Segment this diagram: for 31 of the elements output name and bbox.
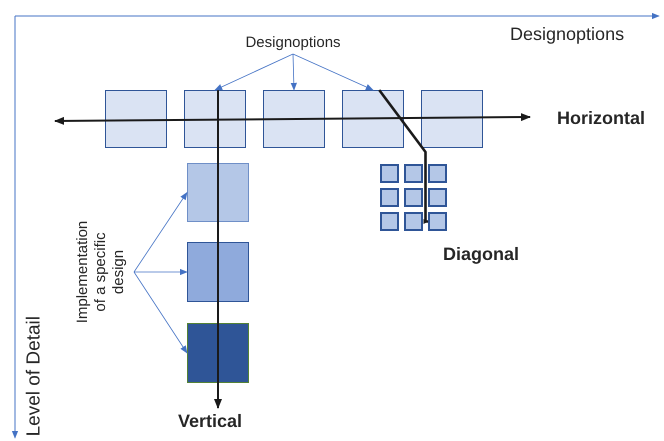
option-box <box>187 323 249 383</box>
option-box <box>428 212 447 231</box>
option-box <box>184 90 246 148</box>
arrow <box>292 54 374 90</box>
option-box <box>404 212 423 231</box>
arrow <box>378 89 428 224</box>
axis-label: Level of Detail <box>24 315 46 436</box>
option-box <box>380 188 399 207</box>
direction-label: Horizontal <box>557 108 645 130</box>
arrow <box>134 268 188 276</box>
direction-label: Vertical <box>178 411 242 433</box>
option-box <box>421 90 483 148</box>
arrow <box>290 54 297 91</box>
annotation-text: Implementation of a specific design <box>74 213 134 331</box>
annotation-text: Designoptions <box>228 34 358 52</box>
option-box <box>105 90 167 148</box>
option-box <box>187 242 249 302</box>
option-box <box>404 188 423 207</box>
option-box <box>428 164 447 183</box>
option-box <box>404 164 423 183</box>
option-box <box>380 212 399 231</box>
arrow <box>214 54 294 90</box>
arrow <box>134 192 188 272</box>
option-box <box>263 90 325 148</box>
option-box <box>428 188 447 207</box>
direction-label: Diagonal <box>443 244 520 266</box>
axis-label: Designoptions <box>510 24 624 46</box>
arrow <box>134 272 188 354</box>
option-box <box>342 90 404 148</box>
option-box <box>187 163 249 222</box>
option-box <box>380 164 399 183</box>
